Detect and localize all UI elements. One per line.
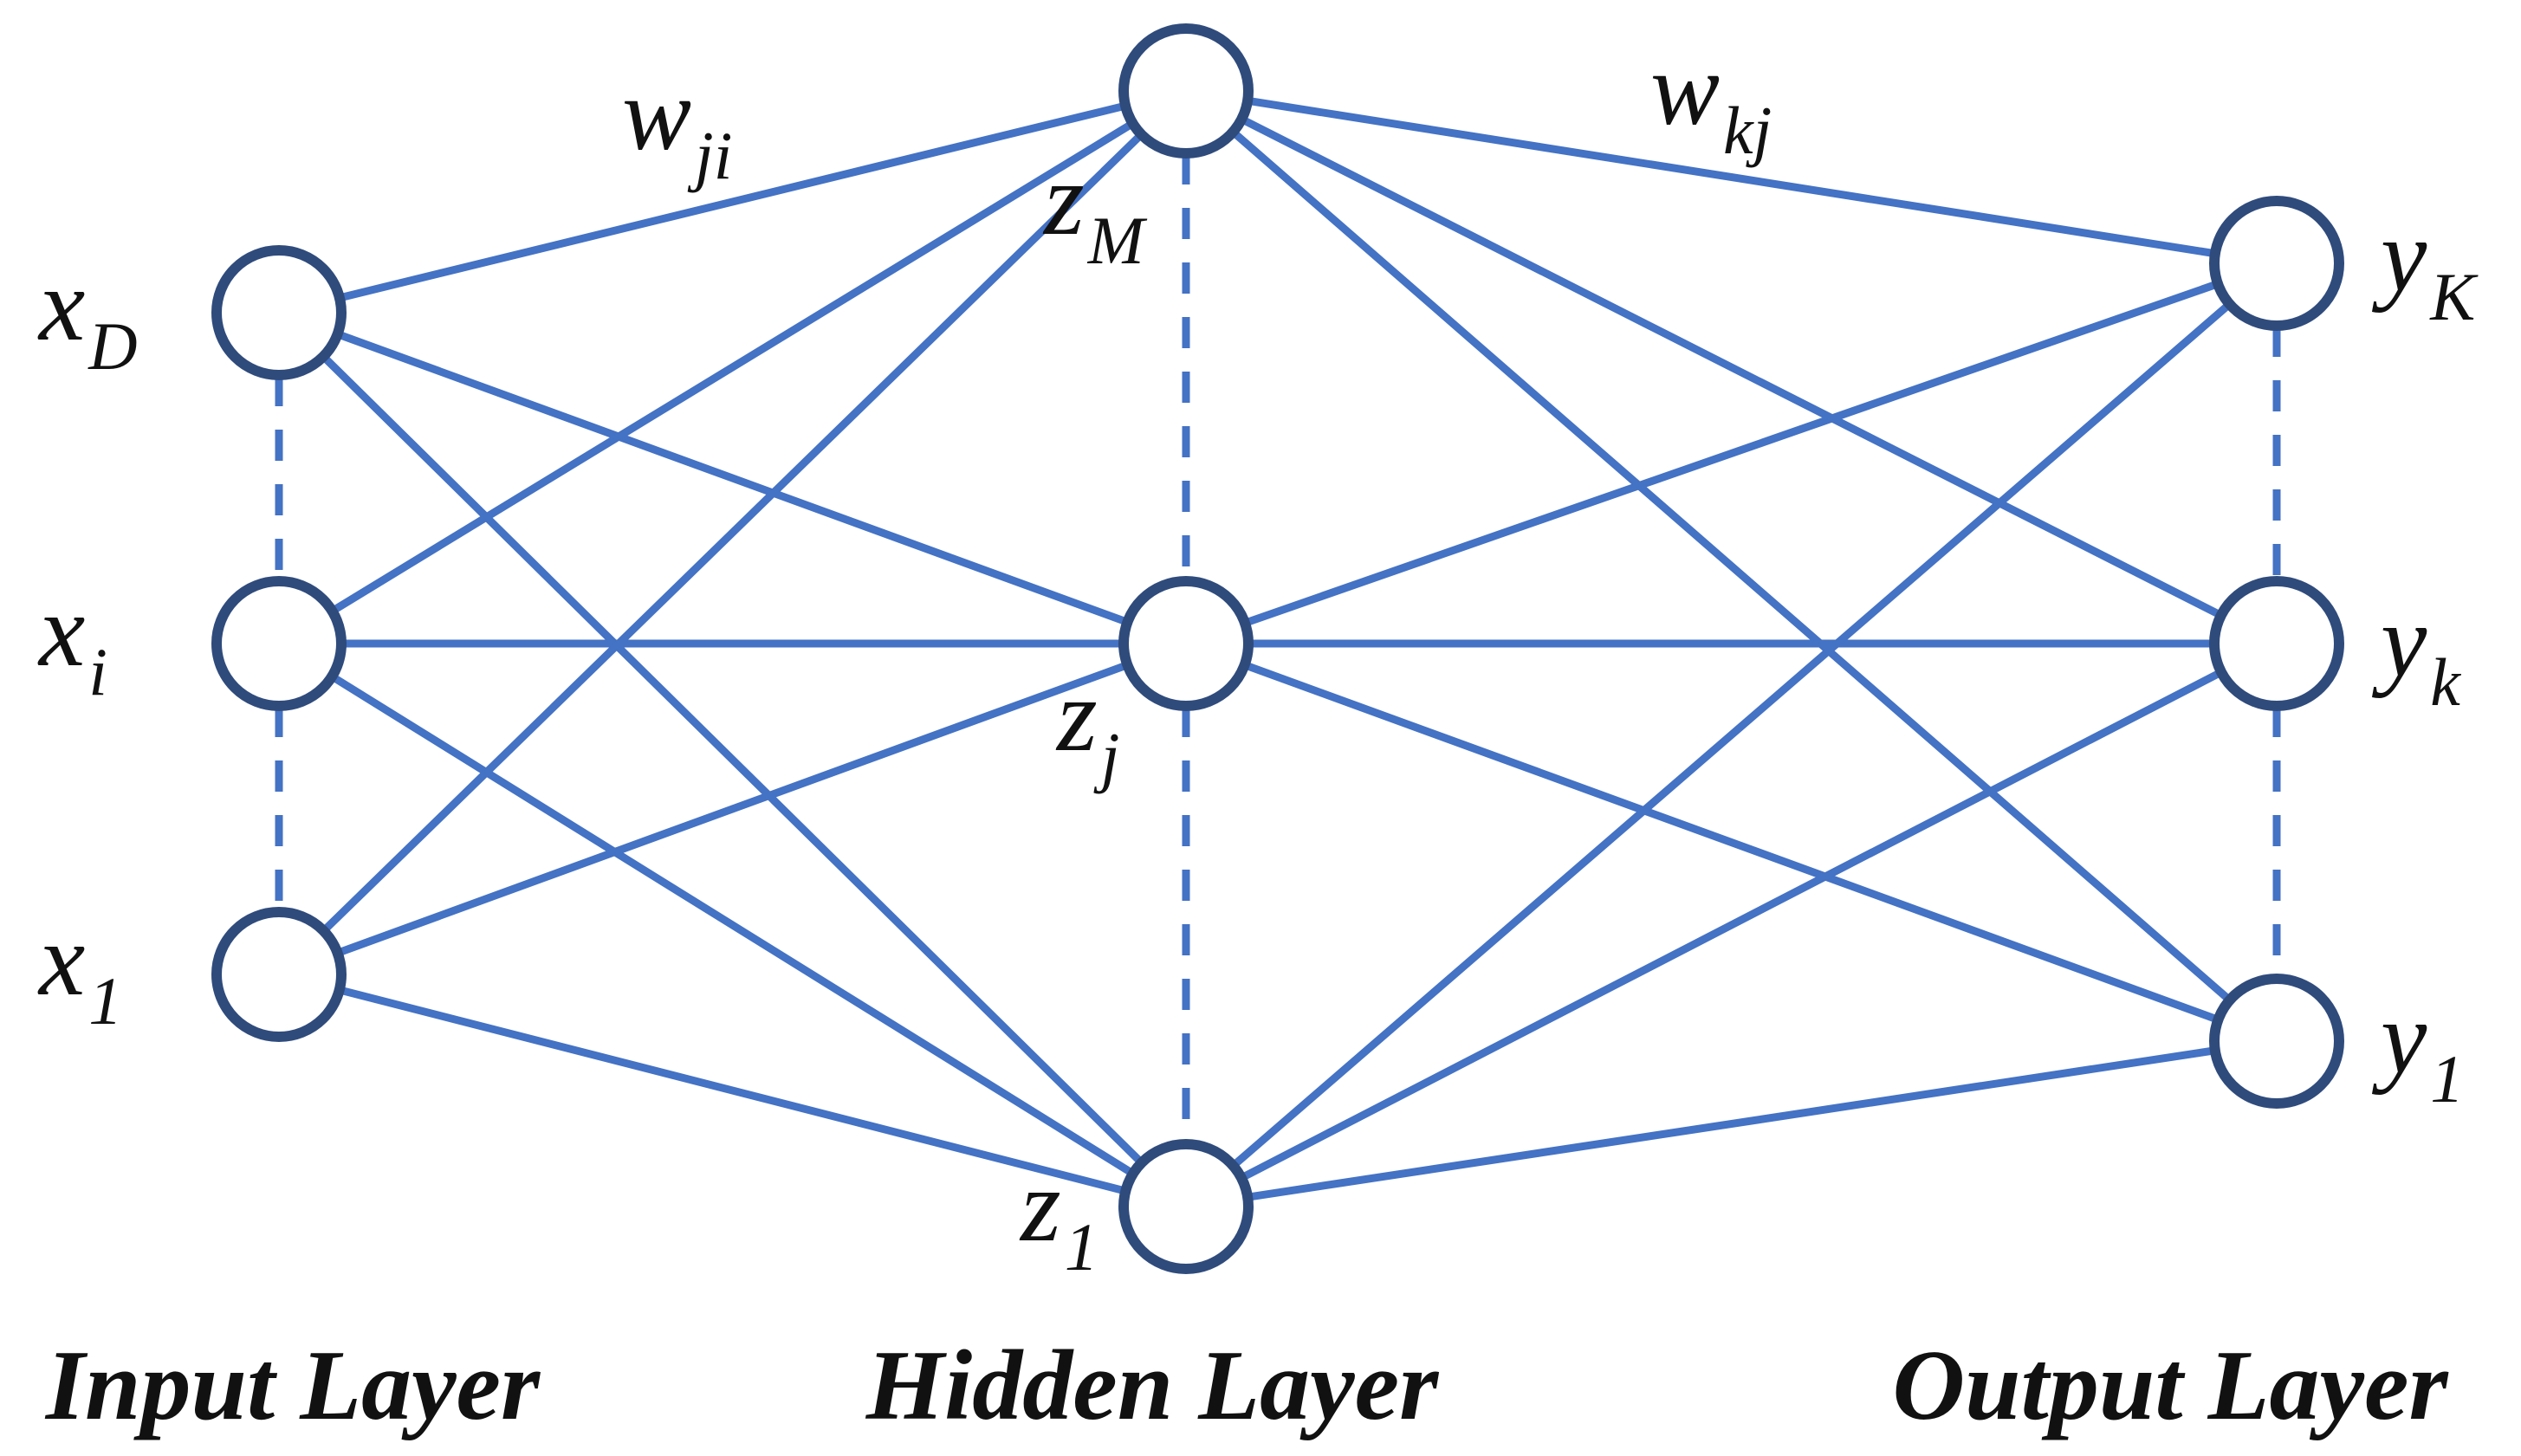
input-node-xD [211,245,347,380]
edge-x1-z1 [275,970,1190,1211]
edge-zM-y1 [1182,87,2281,1045]
edge-x1-zM [275,87,1190,979]
edge-xD-zj [275,308,1190,648]
output-layer-title: Output Layer [1892,1330,2448,1441]
connection-lines [275,87,2281,1211]
weight-label-input-hidden: wji [622,56,732,193]
weight-base: w [622,56,691,171]
output-label-yK: yK [2371,197,2479,334]
weight-subscript: ji [687,118,732,193]
edge-zM-yk [1182,87,2281,648]
output-node-yK [2209,196,2344,331]
weight-label-hidden-output: wkj [1650,31,1772,168]
input-layer-title: Input Layer [44,1330,541,1441]
edge-zj-y1 [1182,639,2281,1045]
hidden-node-zM [1118,23,1254,159]
edge-zj-yK [1182,259,2281,648]
edge-xD-z1 [275,308,1190,1211]
output-label-y1: y1 [2371,980,2464,1116]
input-label-x1: x1 [37,902,122,1039]
input-node-x1 [211,907,347,1042]
input-node-xi [211,576,347,711]
weight-subscript: kj [1723,93,1772,168]
input-label-xD: xD [37,247,138,384]
edge-z1-yK [1182,259,2281,1211]
hidden-layer-title: Hidden Layer [865,1330,1439,1441]
weight-base: w [1650,31,1720,146]
edge-z1-yk [1182,639,2281,1211]
hidden-node-z1 [1118,1139,1254,1274]
output-node-y1 [2209,974,2344,1109]
layer-ellipsis-dashes [275,153,2281,1144]
neuron-nodes [211,23,2344,1274]
edge-z1-y1 [1182,1037,2281,1211]
edge-zM-yK [1182,87,2281,268]
output-node-yk [2209,576,2344,711]
hidden-label-zj: zj [1055,657,1119,794]
hidden-label-z1: z1 [1019,1148,1098,1285]
hidden-label-zM: zM [1042,141,1148,278]
edge-xi-zM [275,87,1190,648]
edge-x1-zj [275,639,1190,979]
input-label-xi: xi [37,573,107,709]
edge-xi-z1 [275,639,1190,1211]
hidden-node-zj [1118,576,1254,711]
edge-xD-zM [275,87,1190,317]
output-label-yk: yk [2371,583,2461,720]
